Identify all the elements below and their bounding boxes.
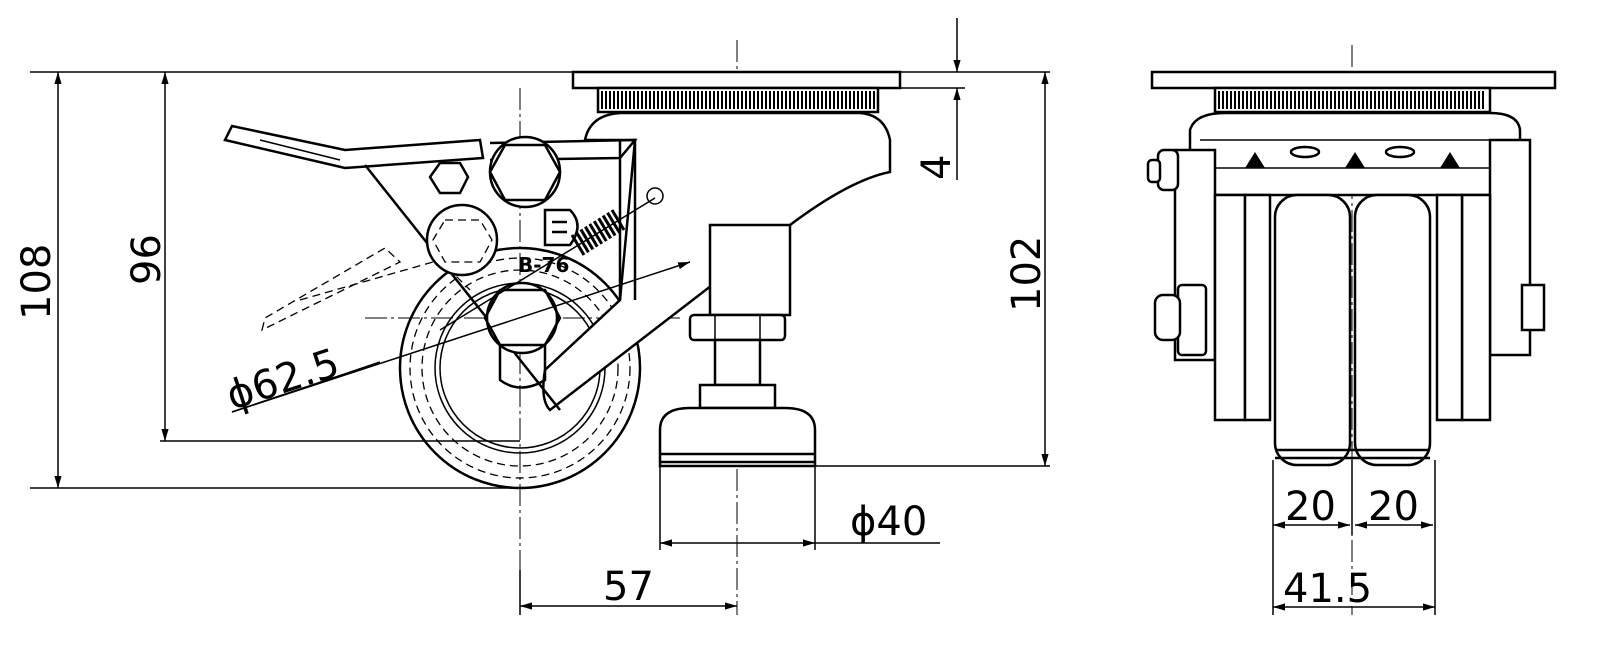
part-marking: B-76 bbox=[518, 253, 569, 277]
side-view: B-76 108 96 102 4 ϕ62.5 ϕ40 57 bbox=[14, 18, 1050, 615]
dim-pad-diameter: ϕ40 bbox=[850, 499, 927, 545]
spring bbox=[439, 187, 664, 331]
wheel-right bbox=[1353, 193, 1432, 467]
logo-badge bbox=[543, 208, 579, 247]
dim-wheel-width-left: 20 bbox=[1285, 484, 1336, 530]
dim-plate-thickness: 4 bbox=[914, 155, 960, 180]
dim-total-wheel-width: 41.5 bbox=[1283, 566, 1372, 612]
wheel-left bbox=[1273, 193, 1352, 467]
dim-wheel-diameter: ϕ62.5 bbox=[221, 340, 345, 419]
dim-leveler-height: 102 bbox=[1004, 236, 1050, 312]
front-view: 20 20 41.5 bbox=[1146, 45, 1557, 615]
dim-overall-height: 108 bbox=[14, 244, 60, 320]
dim-wheel-width-right: 20 bbox=[1368, 484, 1419, 530]
leveler bbox=[658, 223, 817, 468]
brake-pedal bbox=[223, 124, 561, 411]
dim-wheel-top-height: 96 bbox=[124, 234, 170, 285]
front-bolt-bottom bbox=[1176, 283, 1208, 357]
bolts bbox=[425, 135, 579, 389]
top-plate bbox=[571, 70, 902, 90]
front-top-plate bbox=[1150, 70, 1557, 90]
front-swivel-ring bbox=[1213, 86, 1492, 114]
dim-offset: 57 bbox=[603, 564, 654, 610]
